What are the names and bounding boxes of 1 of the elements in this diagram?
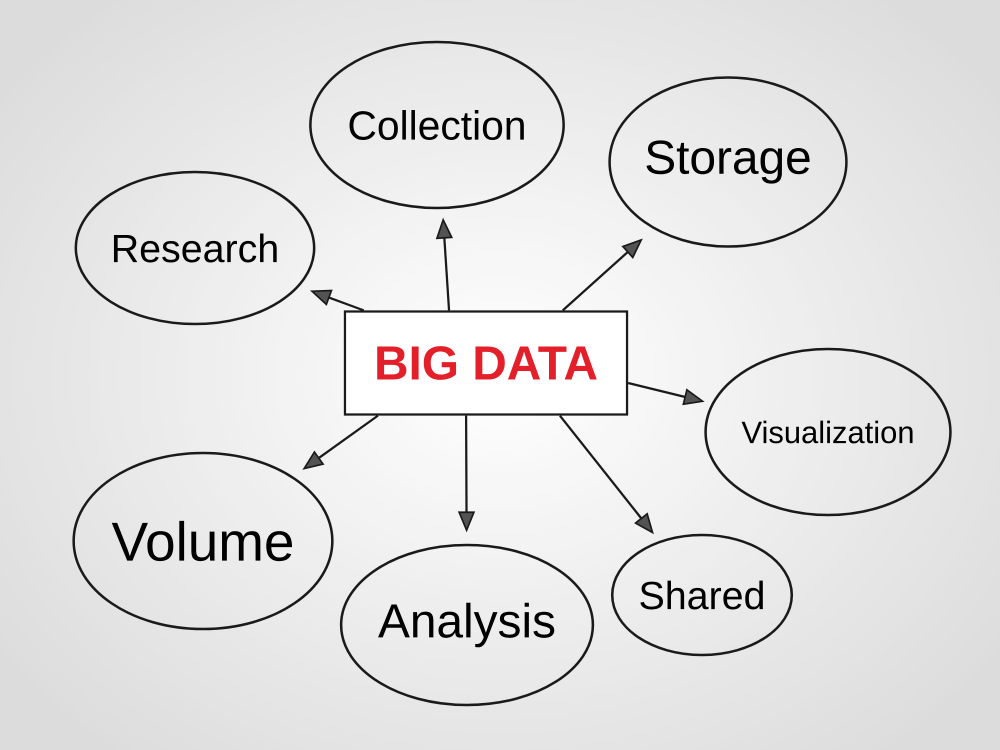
central-box: BIG DATA <box>344 310 628 416</box>
